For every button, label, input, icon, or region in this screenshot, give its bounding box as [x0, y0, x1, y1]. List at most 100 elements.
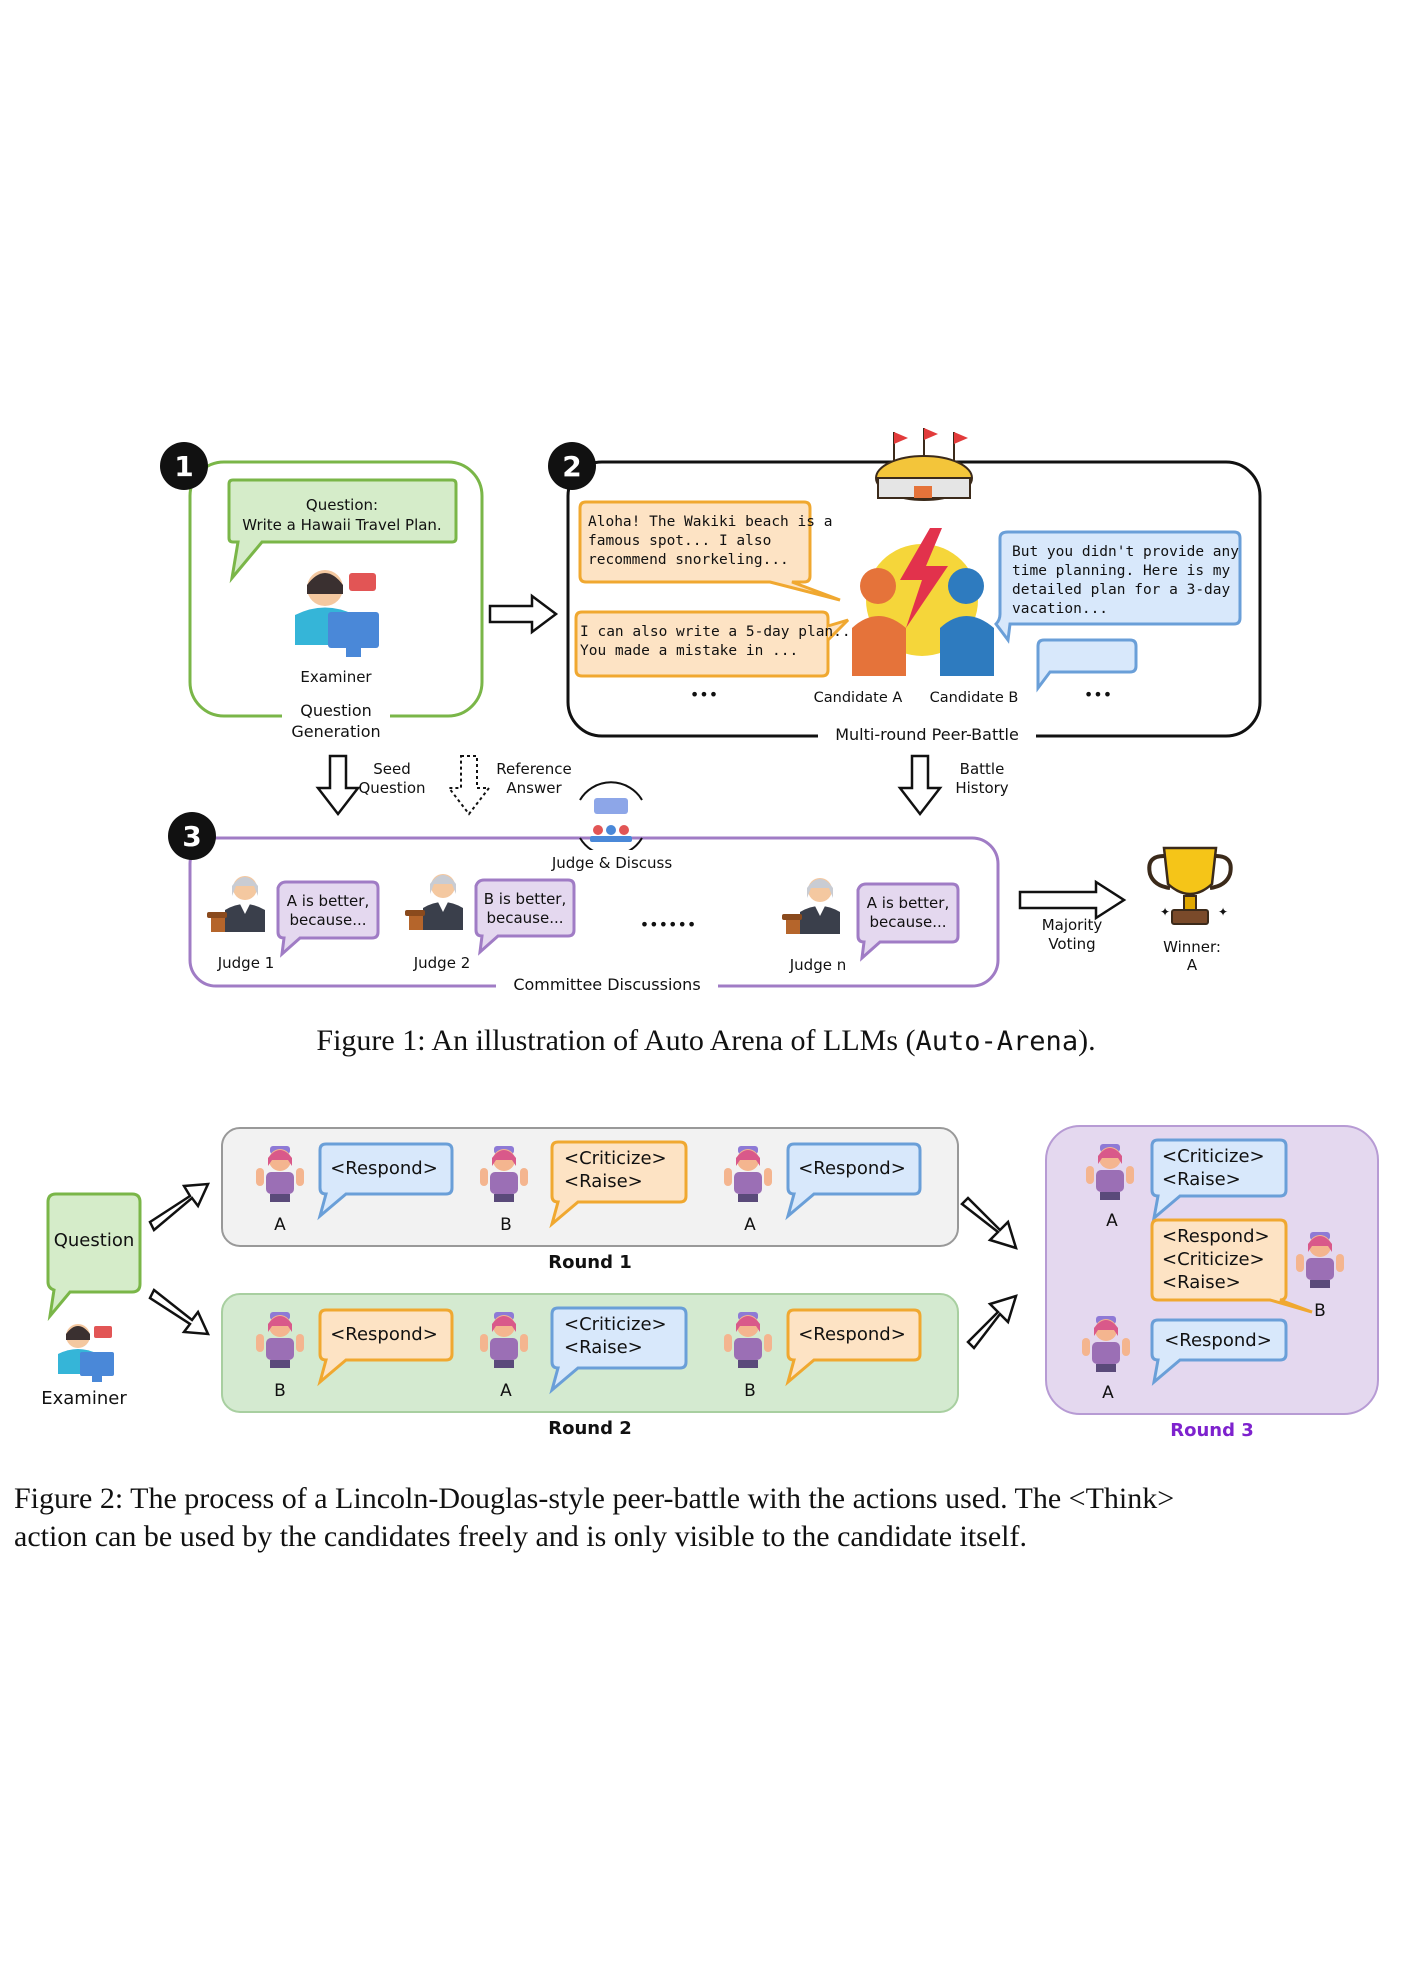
- arrow-round1-to-round3: [960, 1196, 1018, 1250]
- figure-2-caption-line2: action can be used by the candidates fre…: [14, 1520, 1027, 1553]
- judge-2-label: Judge 2: [413, 954, 471, 972]
- round2-speaker1: B: [274, 1381, 286, 1401]
- peer-battle-label: Multi-round Peer-Battle: [835, 725, 1019, 744]
- round3-speaker3: A: [1102, 1383, 1114, 1403]
- battle-icon: [852, 528, 994, 676]
- majority-label-1: Majority: [1042, 916, 1103, 934]
- bubble-a2-line1: I can also write a 5-day plan...: [580, 624, 859, 640]
- bubble-b1-line2: time planning. Here is my: [1012, 563, 1231, 579]
- candidate-b-bubble-1: [994, 530, 1242, 644]
- round1-bubble1-text: <Respond>: [330, 1158, 438, 1179]
- reference-answer-arrow: [446, 755, 492, 816]
- round2-bubble1-text: <Respond>: [330, 1324, 438, 1345]
- examiner-label: Examiner: [300, 668, 372, 686]
- judge-2-line2: because...: [486, 909, 563, 927]
- judge-discuss-icon: [579, 781, 643, 857]
- round1-speaker2: B: [500, 1215, 512, 1235]
- svg-text:1: 1: [174, 450, 193, 483]
- arrow-to-round2: [148, 1288, 211, 1336]
- ellipsis-right: •••: [1084, 685, 1112, 704]
- bubble-a1-line3: recommend snorkeling...: [588, 552, 789, 568]
- round2-bubble2: [549, 1306, 688, 1395]
- round3-bubble2: [1150, 1218, 1313, 1314]
- winner-label: Winner:: [1163, 938, 1221, 956]
- round1-bubble3: [785, 1142, 922, 1221]
- battle-label-1: Battle: [960, 760, 1005, 778]
- majority-voting-arrow: [1018, 879, 1127, 921]
- round2-speaker3: B: [744, 1381, 756, 1401]
- figure-1-caption: Figure 1: An illustration of Auto Arena …: [316, 1024, 1095, 1057]
- arrow-round2-to-round3: [966, 1294, 1018, 1350]
- round1-speaker3: A: [744, 1215, 756, 1235]
- round3-bubble3-text: <Respond>: [1164, 1330, 1272, 1351]
- trophy-icon: ✦ ✦: [1147, 846, 1233, 925]
- round3-bubble3: [1150, 1318, 1288, 1386]
- round-2-title: Round 2: [548, 1418, 632, 1439]
- bubble-a2-line2: You made a mistake in ...: [580, 643, 798, 659]
- judge-2-line1: B is better,: [484, 890, 567, 908]
- candidate-a-label: Candidate A: [814, 690, 903, 706]
- svg-text:2: 2: [562, 450, 581, 483]
- question-bubble-line2: Write a Hawaii Travel Plan.: [242, 516, 441, 534]
- judge-discuss-label: Judge & Discuss: [551, 854, 673, 872]
- ellipsis-left: •••: [690, 685, 718, 704]
- round2-bubble2-line1: <Criticize>: [564, 1314, 667, 1335]
- judge-1-bubble: [276, 880, 380, 958]
- seed-question-arrow: [315, 754, 361, 817]
- round3-bubble2-line3: <Raise>: [1162, 1272, 1241, 1293]
- step-3-marker: [168, 812, 216, 860]
- arrow-to-round1: [148, 1182, 211, 1232]
- round-3-title: Round 3: [1170, 1420, 1254, 1441]
- judge-1-line2: because...: [289, 911, 366, 929]
- candidate-a-bubble-2: [574, 610, 830, 678]
- question-generation-label-1: Question: [300, 701, 372, 720]
- judge-n-line2: because...: [869, 913, 946, 931]
- round2-bubble2-line2: <Raise>: [564, 1337, 643, 1358]
- judge-n-line1: A is better,: [867, 894, 949, 912]
- svg-text:✦: ✦: [1218, 905, 1228, 919]
- bubble-a1-line1: Aloha! The Wakiki beach is a: [588, 514, 832, 530]
- bubble-b1-line1: But you didn't provide any: [1012, 544, 1239, 560]
- bubble-b1-line4: vacation...: [1012, 601, 1108, 617]
- round2-bubble1: [317, 1308, 454, 1387]
- judge-n-label: Judge n: [789, 956, 846, 974]
- round-1-title: Round 1: [548, 1252, 632, 1273]
- svg-text:3: 3: [182, 820, 201, 853]
- bubble-b1-line3: detailed plan for a 3-day: [1012, 582, 1231, 598]
- reference-label-1: Reference: [496, 760, 572, 778]
- svg-text:✦: ✦: [1160, 905, 1170, 919]
- seed-label-1: Seed: [373, 760, 411, 778]
- round3-speaker2: B: [1314, 1301, 1326, 1321]
- round1-bubble3-text: <Respond>: [798, 1158, 906, 1179]
- candidate-b-label: Candidate B: [930, 690, 1019, 706]
- round3-bubble1-line1: <Criticize>: [1162, 1146, 1265, 1167]
- round2-bubble3: [785, 1308, 922, 1387]
- bubble-a1-line2: famous spot... I also: [588, 533, 771, 549]
- step-2-marker: [548, 442, 596, 490]
- battle-label-2: History: [955, 779, 1008, 797]
- round1-bubble2-line1: <Criticize>: [564, 1148, 667, 1169]
- judge-2-bubble: [474, 878, 576, 956]
- figure-2-caption-line1: Figure 2: The process of a Lincoln-Dougl…: [14, 1482, 1174, 1515]
- round1-bubble1: [317, 1142, 454, 1221]
- arrow-step1-to-step2: [488, 593, 559, 635]
- round1-bubble2-line2: <Raise>: [564, 1171, 643, 1192]
- examiner-label-fig2: Examiner: [41, 1388, 127, 1409]
- winner-value: A: [1187, 956, 1198, 974]
- round3-bubble2-line2: <Criticize>: [1162, 1249, 1265, 1270]
- question-bubble-line1: Question:: [306, 496, 378, 514]
- majority-label-2: Voting: [1048, 935, 1095, 953]
- round2-speaker2: A: [500, 1381, 512, 1401]
- candidate-a-bubble-1: [578, 500, 841, 602]
- round3-bubble1-line2: <Raise>: [1162, 1169, 1241, 1190]
- round2-bubble3-text: <Respond>: [798, 1324, 906, 1345]
- committee-label: Committee Discussions: [513, 975, 700, 994]
- seed-label-2: Question: [358, 779, 425, 797]
- round1-speaker1: A: [274, 1215, 286, 1235]
- battle-history-arrow: [897, 754, 943, 817]
- judge-1-line1: A is better,: [287, 892, 369, 910]
- reference-label-2: Answer: [506, 779, 562, 797]
- question-bubble: [227, 478, 458, 584]
- question-generation-label-2: Generation: [291, 722, 380, 741]
